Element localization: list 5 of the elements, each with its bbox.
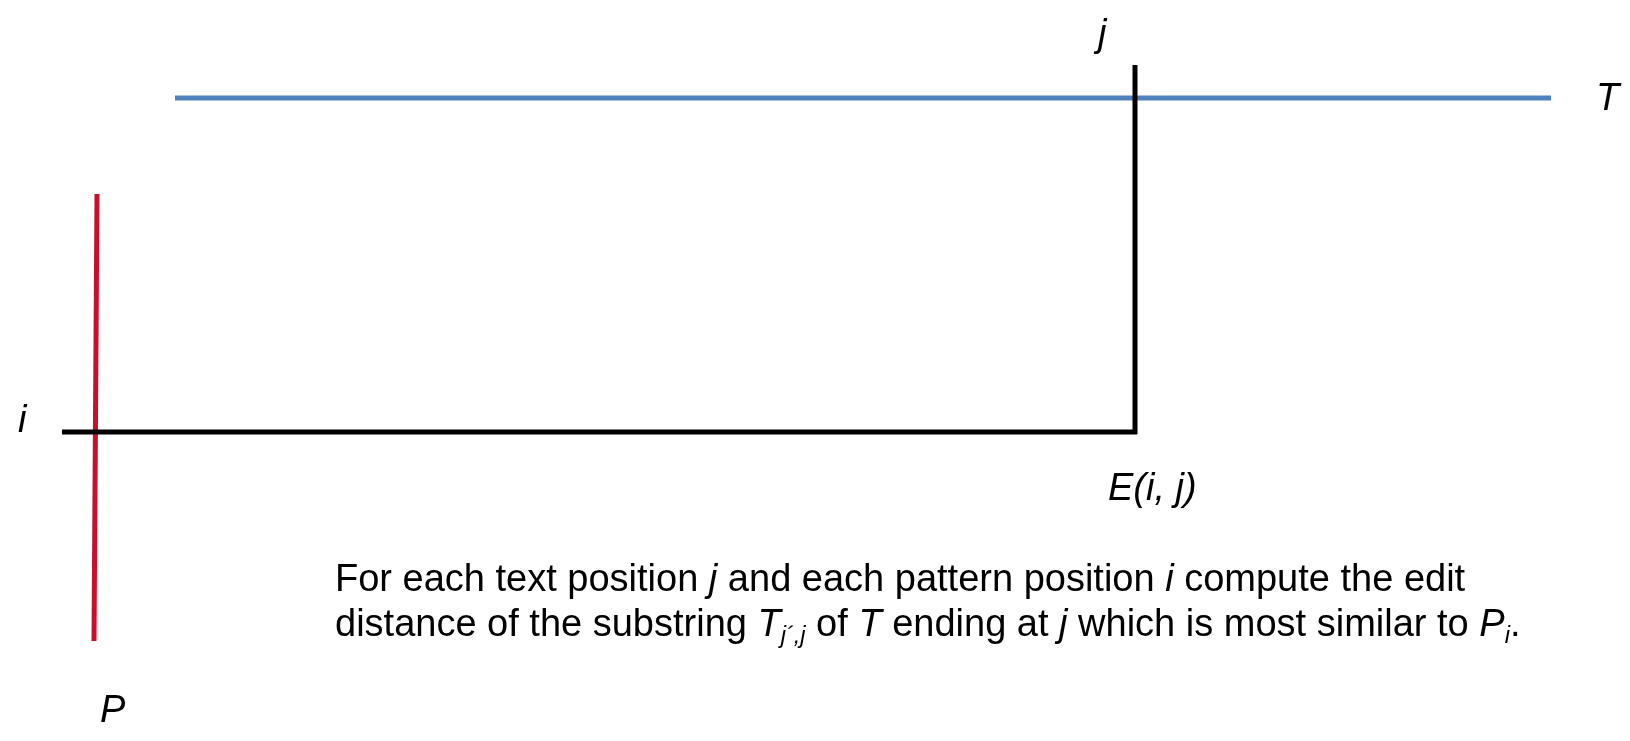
axis-label: P [100,690,126,728]
axis-label: i [18,400,27,438]
axis-label: T [1596,78,1620,116]
description-text: For each text position j and each pattern position i compute the edit distance of the substring T$_{j´,j}$ of T ending at j which is most similar to P$_{i}$. [335,556,1522,646]
cell-label: E(i, j) [1108,468,1197,506]
